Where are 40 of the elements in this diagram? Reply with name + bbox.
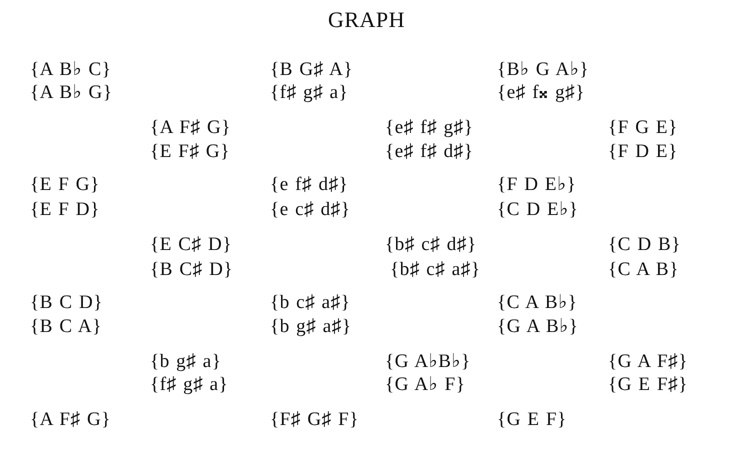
pitch-set-label: {B C♯ D} xyxy=(150,260,234,280)
pitch-set-label: {f♯ g♯ a} xyxy=(150,375,228,395)
pitch-set-label: {f♯ g♯ a} xyxy=(270,83,348,103)
pitch-set-label: {C A B♭} xyxy=(497,293,578,313)
pitch-set-label: {E F♯ G} xyxy=(150,142,230,162)
pitch-set-label: {F♯ G♯ F} xyxy=(270,410,359,430)
pitch-set-label: {b g♯ a♯} xyxy=(270,317,352,337)
pitch-set-label: {G A♭ F} xyxy=(385,375,466,395)
pitch-set-label: {C D B} xyxy=(608,235,682,255)
pitch-set-label: {e♯ f♯ g♯} xyxy=(385,118,474,138)
pitch-set-label: {B C D} xyxy=(30,293,104,313)
pitch-set-label: {b♯ c♯ d♯} xyxy=(385,235,477,255)
pitch-set-label: {b c♯ a♯} xyxy=(270,293,351,313)
pitch-set-label: {e c♯ d♯} xyxy=(270,200,351,220)
pitch-set-label: {E F D} xyxy=(30,200,100,220)
pitch-set-label: {F D E} xyxy=(608,142,678,162)
pitch-set-label: {B C A} xyxy=(30,317,102,337)
pitch-set-label: {F G E} xyxy=(608,118,678,138)
pitch-set-label: {G E F♯} xyxy=(608,375,688,395)
pitch-set-label: {A F♯ G} xyxy=(30,410,112,430)
pitch-set-label: {e f♯ d♯} xyxy=(270,175,348,195)
pitch-set-label: {A B♭ C} xyxy=(30,60,112,80)
pitch-set-label: {E C♯ D} xyxy=(150,235,232,255)
pitch-set-label: {b g♯ a} xyxy=(150,352,222,372)
pitch-set-label: {A F♯ G} xyxy=(150,118,232,138)
pitch-set-label: {B♭ G A♭} xyxy=(497,60,590,80)
pitch-set-label: {F D E♭} xyxy=(497,175,576,195)
pitch-set-label: {e♯ f♯ d♯} xyxy=(385,142,474,162)
diagram-title: GRAPH xyxy=(328,7,406,32)
pitch-set-label: {A B♭ G} xyxy=(30,83,113,103)
pitch-set-label: {C A B} xyxy=(608,260,679,280)
pitch-set-label: {G A F♯} xyxy=(608,352,688,372)
pitch-set-label: {G E F} xyxy=(497,410,567,430)
pitch-set-label: {C D E♭} xyxy=(497,200,579,220)
pitch-set-label: {e♯ f𝄪 g♯} xyxy=(497,83,585,103)
pitch-set-label: {E F G} xyxy=(30,175,100,195)
pitch-set-label: {G A B♭} xyxy=(497,317,579,337)
pitch-set-label: {b♯ c♯ a♯} xyxy=(390,260,481,280)
pitch-set-label: {B G♯ A} xyxy=(270,60,354,80)
pitch-set-label: {G A♭B♭} xyxy=(385,352,471,372)
